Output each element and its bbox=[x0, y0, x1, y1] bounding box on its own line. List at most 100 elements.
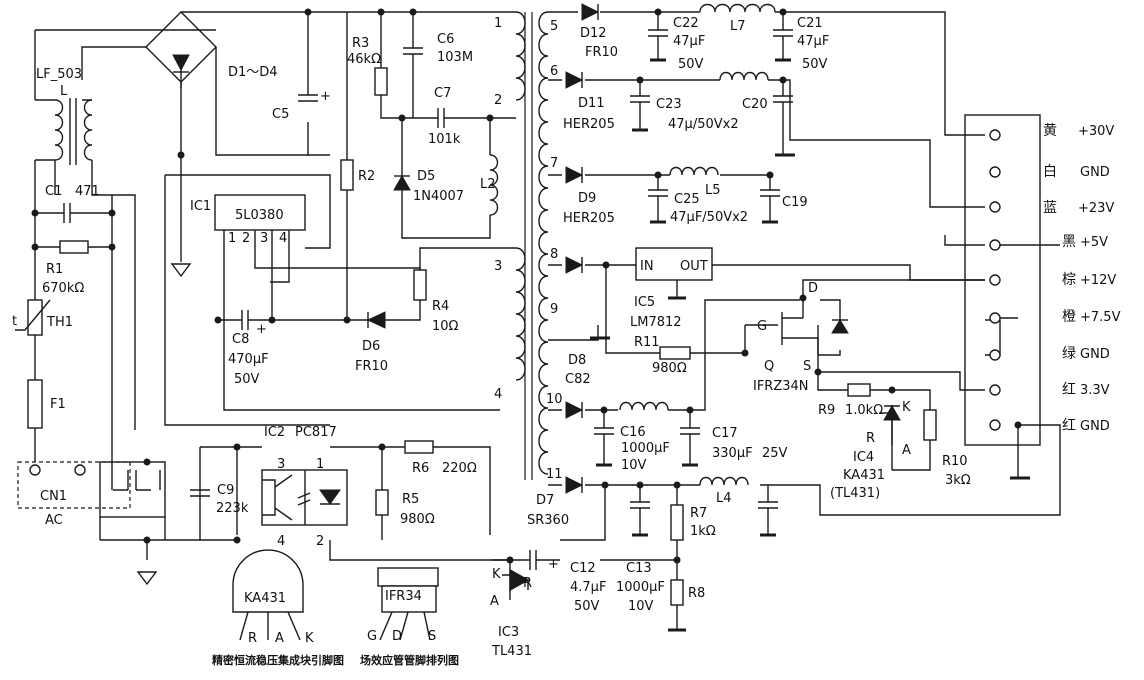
c7-symbol bbox=[437, 108, 455, 128]
r8-symbol bbox=[670, 579, 684, 606]
label-r11-val: 980Ω bbox=[652, 361, 687, 376]
label-ic4: IC4 bbox=[853, 450, 874, 465]
label-r7: R7 bbox=[690, 506, 707, 521]
label-d12-val: FR10 bbox=[585, 45, 618, 60]
label-c23-val: 47μ/50Vx2 bbox=[668, 117, 739, 132]
label-d5-val: 1N4007 bbox=[413, 189, 464, 204]
label-c16: C16 bbox=[620, 425, 646, 440]
primary-wiring bbox=[34, 11, 516, 561]
c20-symbol bbox=[773, 80, 793, 155]
label-lf503: LF_503 bbox=[36, 67, 82, 82]
label-conn-color-2: 白 bbox=[1043, 164, 1057, 180]
c18-symbol bbox=[758, 485, 778, 537]
label-r5: R5 bbox=[402, 492, 419, 507]
label-r5-val: 980Ω bbox=[400, 512, 435, 527]
label-c17-volt: 25V bbox=[762, 446, 788, 461]
output-connector bbox=[964, 114, 1060, 446]
label-conn-color-9: 红 bbox=[1062, 418, 1076, 434]
label-ic3-k: K bbox=[492, 567, 501, 582]
label-d6: D6 bbox=[362, 339, 380, 354]
label-c5-plus: + bbox=[320, 89, 331, 104]
label-c1: C1 bbox=[45, 184, 62, 199]
label-d7-val: SR360 bbox=[527, 513, 569, 528]
label-f1: F1 bbox=[50, 397, 66, 412]
label-conn-signal-3: +23V bbox=[1078, 201, 1114, 216]
label-c9: C9 bbox=[217, 483, 234, 498]
label-ka431-pin-k: K bbox=[305, 631, 314, 646]
c25-symbol bbox=[648, 175, 668, 224]
d10-symbol bbox=[565, 256, 584, 274]
label-conn-color-4: 黑 bbox=[1062, 234, 1076, 250]
label-c13: C13 bbox=[626, 561, 652, 576]
label-ic3: IC3 bbox=[498, 625, 519, 640]
label-tpin-2: 2 bbox=[494, 93, 502, 108]
label-conn-color-5: 棕 bbox=[1062, 272, 1076, 288]
label-r6-val: 220Ω bbox=[442, 461, 477, 476]
label-ifr34-body: IFR34 bbox=[385, 589, 422, 604]
label-ic3-r: R bbox=[523, 576, 532, 591]
label-d6-val: FR10 bbox=[355, 359, 388, 374]
label-c21: C21 bbox=[797, 16, 823, 31]
label-conn-color-1: 黄 bbox=[1043, 122, 1057, 139]
d5-symbol bbox=[393, 174, 411, 191]
label-tpin-1: 1 bbox=[494, 16, 502, 31]
r9-symbol bbox=[847, 383, 871, 397]
label-ic4-part: KA431 bbox=[843, 468, 885, 483]
c6-symbol bbox=[403, 47, 423, 62]
label-ic1-part: 5L0380 bbox=[235, 208, 284, 223]
c8-symbol bbox=[241, 310, 258, 330]
label-ka431-body: KA431 bbox=[244, 591, 286, 606]
label-d11-val: HER205 bbox=[563, 117, 615, 132]
label-c7: C7 bbox=[434, 86, 451, 101]
label-r9-val: 1.0kΩ bbox=[845, 403, 883, 418]
label-tpin-5: 5 bbox=[550, 19, 558, 34]
label-c8-plus: + bbox=[256, 322, 267, 337]
label-conn-signal-2: GND bbox=[1080, 165, 1110, 180]
label-c12-volt: 50V bbox=[574, 599, 600, 614]
r6-symbol bbox=[404, 440, 434, 454]
label-ic4-r: R bbox=[866, 431, 875, 446]
label-tpin-3: 3 bbox=[494, 259, 502, 274]
label-conn-signal-8: 3.3V bbox=[1080, 383, 1110, 398]
label-r4: R4 bbox=[432, 299, 449, 314]
label-ac: AC bbox=[45, 513, 63, 528]
label-r1-val: 670kΩ bbox=[42, 281, 84, 296]
d8-symbol bbox=[565, 401, 584, 419]
label-th1: TH1 bbox=[46, 315, 73, 330]
d6-symbol bbox=[366, 311, 386, 329]
label-ka431-pin-r: R bbox=[248, 631, 257, 646]
c11-symbol bbox=[630, 485, 650, 537]
label-ic4-k: K bbox=[902, 400, 911, 415]
label-d12: D12 bbox=[580, 26, 607, 41]
label-ic1: IC1 bbox=[190, 199, 211, 214]
label-lf503-coil: L bbox=[60, 84, 68, 99]
r11-symbol bbox=[659, 346, 691, 360]
c5-symbol bbox=[298, 94, 318, 102]
c17-symbol bbox=[680, 410, 700, 467]
label-r7-val: 1kΩ bbox=[690, 524, 716, 539]
label-r1: R1 bbox=[46, 262, 63, 277]
label-tpin-10: 10 bbox=[546, 392, 563, 407]
label-c5: C5 bbox=[272, 107, 289, 122]
transformer bbox=[515, 11, 549, 480]
label-tpin-6: 6 bbox=[550, 64, 558, 79]
label-c6: C6 bbox=[437, 32, 454, 47]
label-ka431-caption: 精密恒流稳压集成块引脚图 bbox=[212, 653, 344, 667]
label-conn-signal-5: +12V bbox=[1080, 273, 1116, 288]
label-c25: C25 bbox=[674, 192, 700, 207]
c22-symbol bbox=[648, 12, 668, 62]
label-q-s: S bbox=[803, 359, 811, 374]
label-ic4-alt: (TL431) bbox=[830, 486, 880, 501]
label-d11: D11 bbox=[578, 96, 605, 111]
label-c13-volt: 10V bbox=[628, 599, 654, 614]
label-conn-color-8: 红 bbox=[1062, 382, 1076, 398]
label-r2: R2 bbox=[358, 169, 375, 184]
c23-symbol bbox=[630, 80, 650, 132]
label-c6-val: 103M bbox=[437, 50, 473, 65]
label-conn-color-3: 蓝 bbox=[1043, 200, 1057, 216]
label-cn1: CN1 bbox=[40, 489, 67, 504]
th1-symbol bbox=[15, 299, 51, 336]
label-d9: D9 bbox=[578, 191, 596, 206]
r4-symbol bbox=[413, 269, 427, 301]
label-ifr34-pin-g: G bbox=[367, 629, 377, 644]
